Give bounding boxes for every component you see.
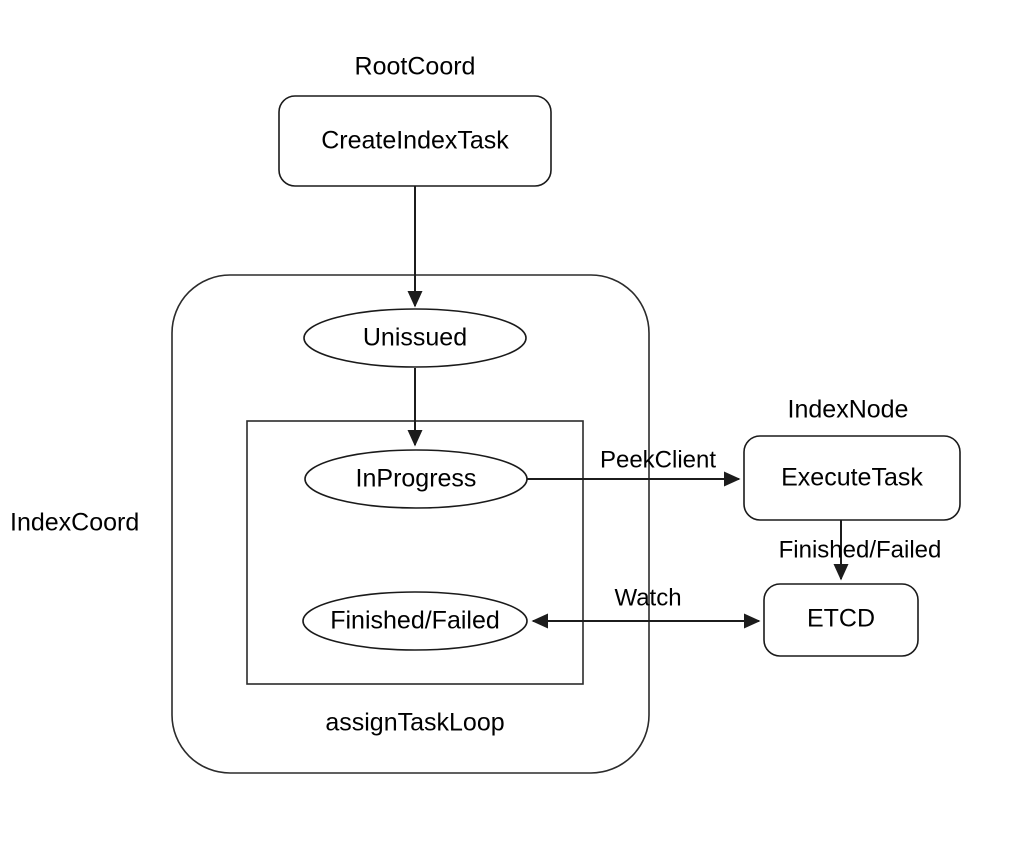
node-execute-task[interactable] xyxy=(743,435,961,521)
node-label-finished-failed: Finished/Failed xyxy=(330,607,500,635)
node-label-execute-task: ExecuteTask xyxy=(781,464,923,492)
group-label-root-coord: RootCoord xyxy=(355,53,476,81)
node-label-in-progress: InProgress xyxy=(356,465,477,493)
node-finished-failed[interactable] xyxy=(302,591,528,651)
group-label-index-coord: IndexCoord xyxy=(10,509,139,537)
edge-label-peek-client: PeekClient xyxy=(600,446,716,473)
edge-label-watch: Watch xyxy=(614,584,681,611)
node-unissued[interactable] xyxy=(303,308,527,368)
group-container-index-coord xyxy=(171,274,650,774)
node-label-create-index-task: CreateIndexTask xyxy=(321,127,509,155)
node-in-progress[interactable] xyxy=(304,449,528,509)
node-etcd[interactable] xyxy=(763,583,919,657)
node-label-etcd: ETCD xyxy=(807,605,875,633)
group-label-index-node: IndexNode xyxy=(788,396,909,424)
node-create-index-task[interactable] xyxy=(278,95,552,187)
node-label-unissued: Unissued xyxy=(363,324,467,352)
group-label-assign-task-loop: assignTaskLoop xyxy=(325,709,504,737)
edge-label-execute-to-etcd: Finished/Failed xyxy=(779,536,942,563)
